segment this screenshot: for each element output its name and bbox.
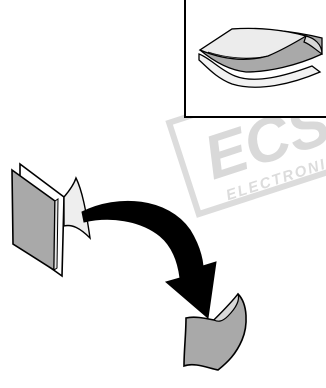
thin-panel-icon <box>12 164 90 276</box>
curved-arrow-icon <box>82 201 216 318</box>
inset-detail-box <box>185 0 326 117</box>
